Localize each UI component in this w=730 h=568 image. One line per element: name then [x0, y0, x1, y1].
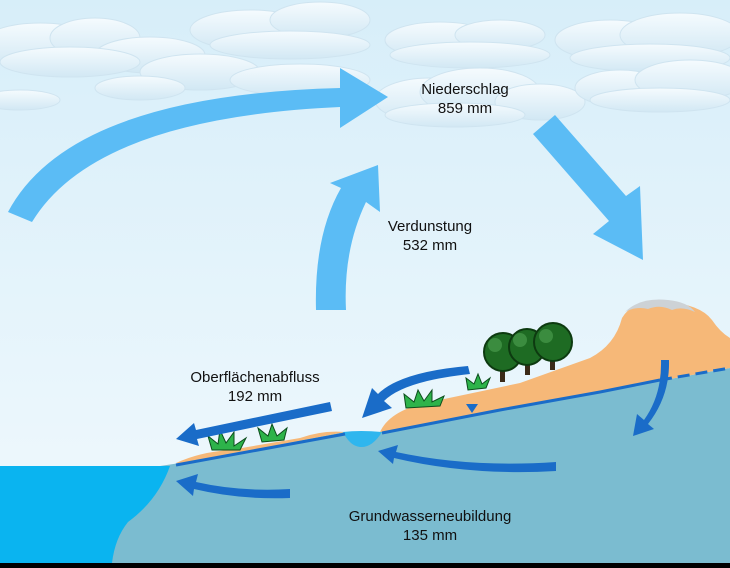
groundwater-body — [0, 368, 730, 563]
cloud — [0, 89, 61, 111]
trees — [483, 322, 573, 382]
groundwater-recharge-arrow-vertical — [633, 360, 670, 436]
evaporation-arrow — [315, 165, 380, 310]
bush — [465, 372, 492, 391]
bush — [257, 422, 288, 443]
atmospheric-transport-arrow — [8, 68, 388, 222]
surface-runoff-value: 192 mm — [227, 388, 283, 405]
clouds — [0, 1, 730, 128]
bush — [403, 388, 445, 409]
bushes — [207, 372, 492, 451]
label-surface-runoff: Oberflächenabfluss 192 mm — [170, 368, 340, 406]
water-table-line — [175, 378, 661, 467]
label-groundwater-recharge: Grundwasserneubildung 135 mm — [330, 507, 530, 545]
groundwater-flow-arrow-lower — [176, 474, 290, 499]
precipitation-arrow — [533, 115, 643, 260]
groundwater-flow-arrow-upper — [378, 445, 556, 473]
groundwater-recharge-value: 135 mm — [402, 527, 458, 544]
evaporation-value: 532 mm — [402, 237, 458, 254]
water-table-line-dashed — [659, 366, 730, 382]
precipitation-value: 859 mm — [437, 100, 493, 117]
cloud — [384, 19, 551, 69]
groundwater-recharge-name: Grundwasserneubildung — [348, 508, 512, 525]
sea — [0, 466, 170, 563]
water-table-marker — [466, 404, 478, 413]
label-evaporation: Verdunstung 532 mm — [370, 217, 490, 255]
snow-cap — [625, 299, 695, 312]
surface-runoff-arrow-left — [176, 402, 332, 446]
label-precipitation: Niederschlag 859 mm — [405, 80, 525, 118]
cloud — [94, 53, 371, 101]
pond — [343, 431, 382, 448]
cloud — [189, 1, 371, 60]
bush — [207, 428, 248, 451]
hill-sand — [380, 301, 730, 432]
precipitation-name: Niederschlag — [421, 81, 509, 98]
cloud — [374, 67, 586, 128]
cloud — [574, 59, 730, 113]
surface-runoff-name: Oberflächenabfluss — [190, 369, 320, 386]
evaporation-name: Verdunstung — [387, 218, 473, 235]
surface-runoff-arrow-hill — [362, 366, 470, 418]
